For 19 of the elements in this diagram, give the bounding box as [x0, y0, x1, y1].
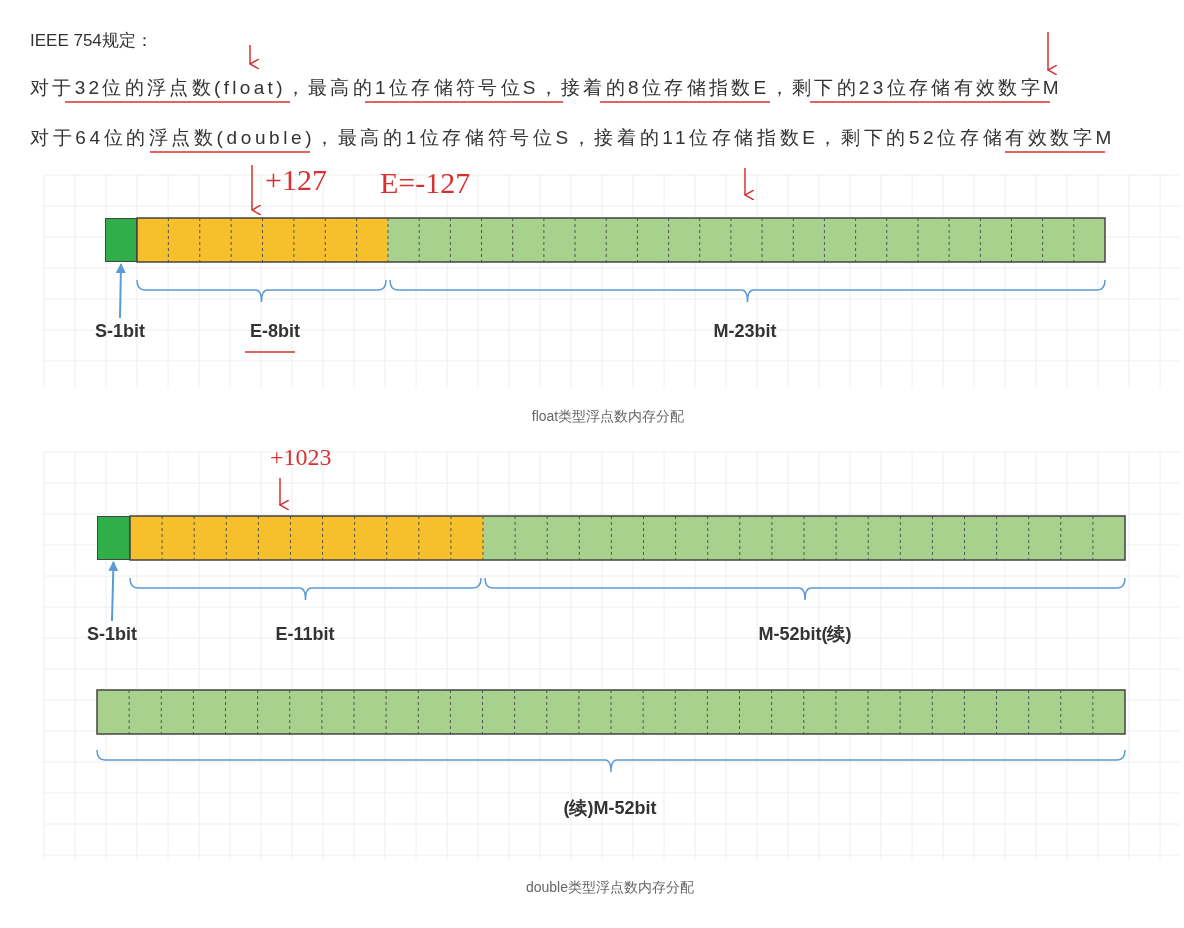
- arrow: [108, 561, 119, 622]
- field-label: (续)M-52bit: [563, 797, 657, 820]
- heading-text: IEEE 754规定：: [30, 29, 153, 52]
- field-label: M-52bit(续): [758, 623, 852, 646]
- handwritten-note: +1023: [270, 443, 332, 471]
- rule-text: 对于32位的浮点数(float)，最高的1位存储符号位S，接着的8位存储指数E，剩下的23位存储有效数字M: [30, 76, 1062, 100]
- sign-bit-cell: [97, 516, 130, 560]
- field-label: M-23bit: [713, 320, 777, 342]
- field-label: E-8bit: [250, 320, 300, 342]
- arrow: [115, 263, 126, 319]
- handwritten-note: E=-127: [380, 166, 471, 200]
- field-label: S-1bit: [95, 320, 145, 342]
- caption: float类型浮点数内存分配: [531, 408, 685, 426]
- rule-text: 对于64位的浮点数(double)，最高的1位存储符号位S，接着的11位存储指数E，剩下的52位存储有效数字M: [30, 126, 1115, 150]
- field-label: E-11bit: [275, 623, 335, 645]
- field-label: S-1bit: [87, 623, 137, 645]
- handwritten-note: +127: [265, 163, 327, 197]
- sign-bit-cell: [105, 218, 137, 262]
- caption: double类型浮点数内存分配: [526, 879, 694, 897]
